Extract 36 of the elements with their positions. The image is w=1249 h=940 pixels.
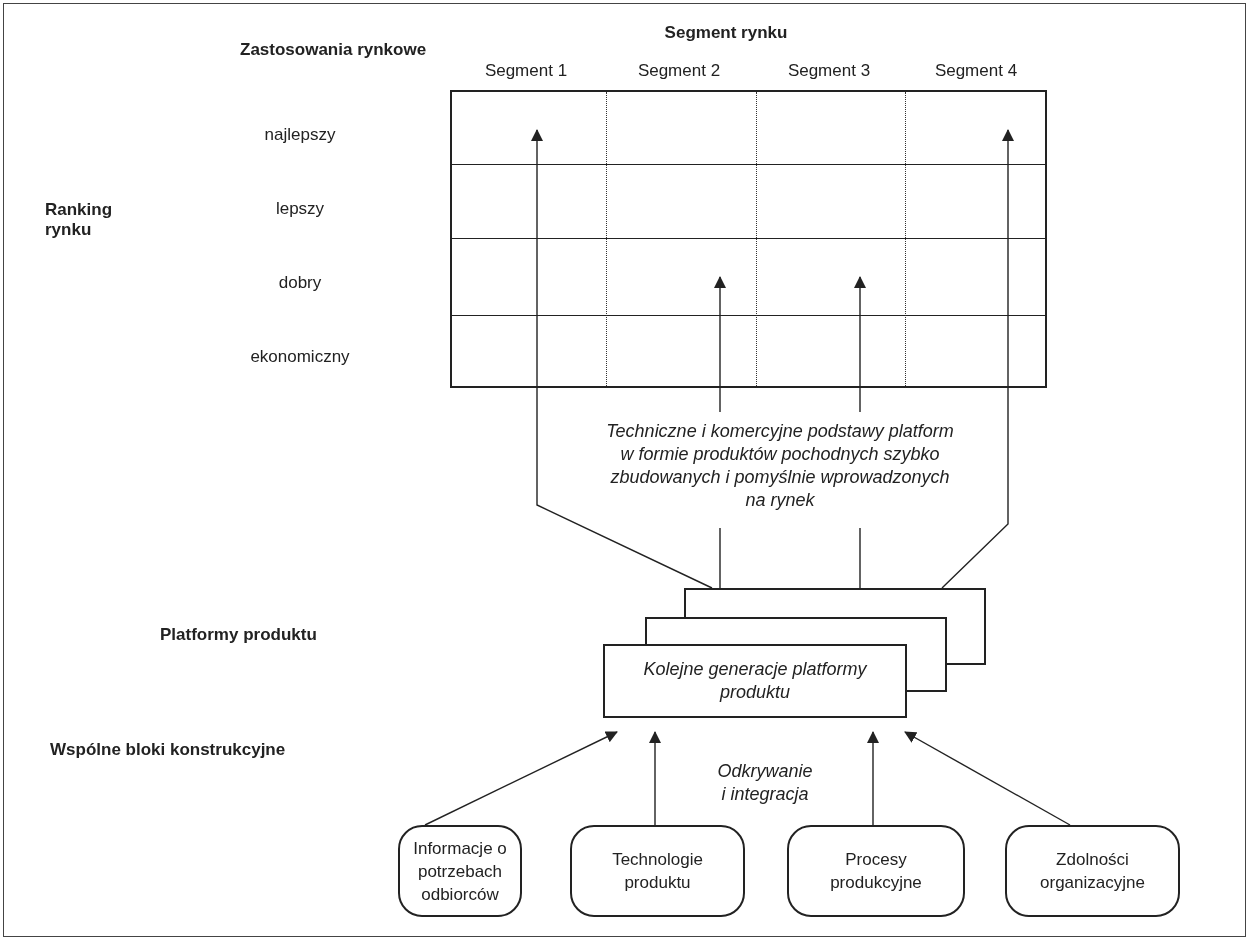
arrow — [424, 731, 618, 826]
axis-title: Segment rynku — [663, 22, 789, 44]
box-text: Zdolności organizacyjne — [1039, 849, 1146, 894]
row-header: najlepszy — [263, 124, 337, 146]
axis-title: Zastosowania rynkowe — [240, 39, 428, 61]
arrow — [531, 129, 713, 589]
box-text: Technologie produktu — [611, 849, 704, 894]
building-block-box — [1005, 825, 1180, 917]
box-text: Informacje o potrzebach odbiorców — [412, 837, 508, 906]
axis-title: Ranking rynku — [45, 200, 114, 240]
arrow — [867, 731, 879, 826]
connector-line — [719, 527, 721, 589]
column-header: Segment 1 — [483, 60, 569, 82]
market-grid — [450, 90, 1047, 388]
column-header: Segment 4 — [933, 60, 1019, 82]
connector-line — [859, 527, 861, 589]
arrow — [941, 129, 1014, 589]
section-title: Platformy produktu — [160, 624, 318, 646]
flow-label: Odkrywanie i integracja — [716, 760, 814, 806]
arrow — [904, 731, 1071, 826]
column-header: Segment 3 — [786, 60, 872, 82]
building-block-box — [570, 825, 745, 917]
column-header: Segment 2 — [636, 60, 722, 82]
arrow — [649, 731, 661, 826]
row-header: dobry — [277, 272, 323, 294]
platform-text: Kolejne generacje platformy produktu — [642, 658, 868, 704]
row-header: lepszy — [274, 198, 326, 220]
building-block-box — [398, 825, 522, 917]
row-header: ekonomiczny — [249, 346, 351, 368]
building-block-box — [787, 825, 965, 917]
section-title: Wspólne bloki konstrukcyjne — [50, 739, 287, 761]
box-text: Procesy produkcyjne — [829, 849, 923, 894]
arrow — [854, 276, 866, 413]
arrow — [714, 276, 726, 413]
description-line: Techniczne i komercyjne podstawy platform w formie produktów pochodnych szybko zbudowanych i pomyślnie wprowadzonych na rynek — [605, 420, 955, 512]
platform-stack — [603, 588, 986, 718]
